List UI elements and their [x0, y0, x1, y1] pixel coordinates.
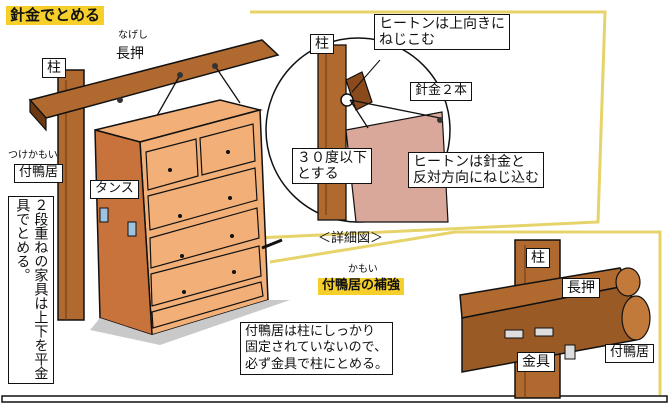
note-fix-line1: 付鴨居は柱にしっかり	[245, 324, 376, 339]
note-fix-line2: 固定されていないので、	[245, 340, 388, 356]
page-title: 針金でとめる	[6, 6, 105, 26]
note-hiiton-reverse: ヒートンは針金と 反対方向にねじ込む	[408, 152, 544, 189]
note-tsukegamoi-fix: 付鴨居は柱にしっかり 固定されていないので、 必ず金具で柱にとめる。	[240, 322, 394, 375]
label-tansu: タンス	[90, 180, 139, 199]
metal-bracket	[504, 329, 524, 339]
panel-border-top	[250, 10, 607, 240]
label-harigane: 針金２本	[410, 82, 473, 101]
label-tsukegamoi-bottom: 付鴨居	[605, 344, 655, 363]
note-hiiton-up-line1: ヒートンは上向きに	[379, 16, 505, 32]
label-hokyou: 付鴨居の補強	[318, 278, 405, 295]
note-hiiton-reverse-line2: 反対方向にねじ込む	[413, 170, 539, 187]
panel-border-bottom	[269, 230, 662, 395]
label-hashira-left: 柱	[42, 58, 66, 79]
label-nageshi-ruby: なげし	[118, 30, 148, 41]
note-hiiton-reverse-line1: ヒートンは針金と	[413, 154, 525, 170]
note-30deg: ３０度以下 とする	[292, 148, 372, 185]
bottom-border	[1, 395, 668, 403]
flat-metal-plate	[99, 207, 109, 223]
label-hashira-detail: 柱	[310, 34, 334, 55]
label-nageshi-bottom: 長押	[562, 278, 600, 299]
hanging-cloth	[345, 111, 449, 223]
note-fix-line3: 必ず金具で柱にとめる。	[245, 356, 389, 372]
note-30deg-line2: とする	[297, 166, 339, 183]
label-kanagu: 金具	[517, 352, 555, 373]
label-nageshi: 長押	[116, 46, 144, 62]
label-hashira-bottom: 柱	[526, 248, 550, 269]
label-tsukegamoi: 付鴨居	[14, 164, 64, 183]
left-note: ２段重ねの家具は上下を平金具でとめる。	[8, 196, 55, 384]
label-kamoi-ruby: かもい	[348, 264, 378, 275]
label-tsukegamoi-ruby: つけかもい	[8, 150, 58, 161]
note-hiiton-up: ヒートンは上向きに ねじこむ	[374, 14, 510, 51]
label-detail: ＜詳細図＞	[318, 231, 384, 246]
note-hiiton-up-line2: ねじこむ	[379, 32, 435, 49]
note-30deg-line1: ３０度以下	[297, 150, 367, 166]
